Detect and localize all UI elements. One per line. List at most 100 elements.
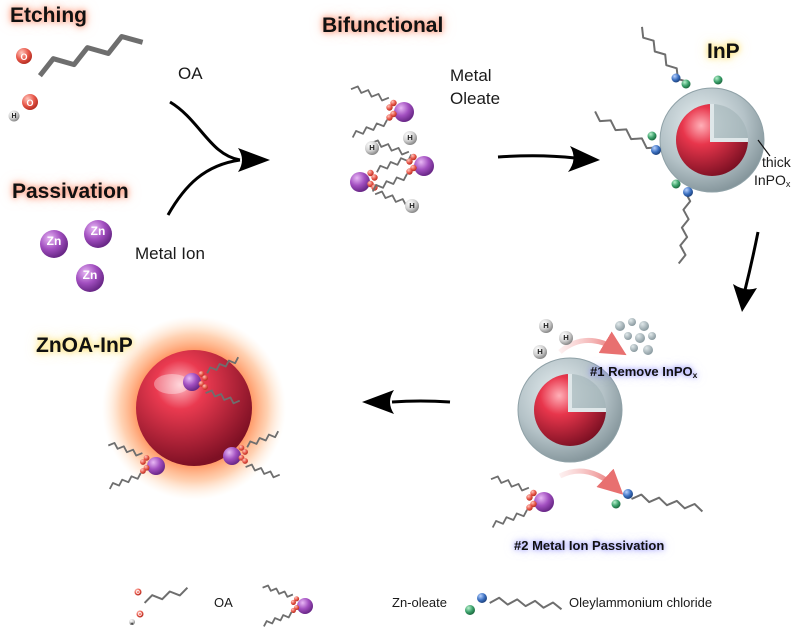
znoa-zn-oleate-top-chain-lower (205, 389, 241, 405)
oa-label: OA (178, 64, 203, 83)
bif-zn-oleate-1-chain-lower (351, 119, 388, 138)
oa-oxygen-bottom (22, 94, 38, 110)
inpox-fragment-0 (615, 321, 625, 331)
legend-zn-oleate-oxygen-0 (294, 596, 300, 602)
legend-oa-label: OA (214, 595, 233, 610)
legend-oa-hydrogen-label: H (130, 620, 134, 626)
oa-hydrogen-label: H (11, 112, 17, 120)
inp-ligand-2-chain (594, 110, 658, 150)
step1-label: #1 Remove InPOx (590, 364, 697, 380)
legend-oa-oxygen-2-label: O (138, 612, 142, 618)
legend-oa-hydrogen (129, 619, 135, 625)
inp-cl-4 (713, 75, 723, 85)
znoa-zn-oleate-right-chain-upper (246, 430, 279, 448)
mid-ligand-chain (631, 493, 704, 513)
inp-ligand-3-chain (677, 191, 692, 265)
legend-cl (465, 605, 475, 615)
znoa-zn-oleate-left-chain-lower (109, 472, 142, 490)
bif-zn-oleate-1-chain-upper (350, 85, 390, 102)
znoa-zn-oleate-right-oxygen-3 (242, 458, 248, 464)
znoa-zn-oleate-top-zn (183, 373, 201, 391)
oa-oxygen-top-label: O (20, 51, 28, 62)
legend-oa-oxygen-2 (136, 610, 144, 618)
inp-n-3 (683, 187, 693, 197)
thick-label: thick (762, 154, 791, 170)
inp-particle (659, 87, 765, 193)
znoa-zn-oleate-left-zn (147, 457, 165, 475)
znoa-zn-oleate-right-zn (223, 447, 241, 465)
znoa-inp-title: ZnOA-InP (36, 334, 133, 357)
inpox-fragment-6 (630, 344, 638, 352)
inp-cl-3 (671, 179, 681, 189)
zn-ion-label-3: Zn (82, 268, 98, 282)
znoa-zn-oleate-left-oxygen-3 (140, 468, 146, 474)
bif-h-2 (403, 131, 417, 145)
mid-cl (611, 499, 621, 509)
bif-zn-oleate-1-oxygen-1 (386, 104, 393, 111)
inp-n-1 (671, 73, 681, 83)
metal-oleate-line2: Oleate (450, 89, 501, 108)
znoa-zn-oleate-top-chain-upper (206, 356, 239, 374)
bif-zn-oleate-3-oxygen-1 (406, 158, 413, 165)
inpox-label: InPOx (754, 172, 790, 189)
legend-oleylammonium-label: Oleylammonium chloride (569, 595, 713, 610)
bif-zn-oleate-1-zn (394, 102, 414, 122)
znoa-zn-oleate-right-oxygen-1 (242, 449, 248, 455)
bif-zn-oleate-3-oxygen-3 (406, 168, 413, 175)
mid-zn-oleate-zn (534, 492, 554, 512)
bif-zn-oleate-2-oxygen-0 (367, 169, 374, 177)
metal-ion-label: Metal Ion (135, 244, 205, 263)
passivation-arrow (558, 468, 624, 495)
legend-n (477, 593, 487, 603)
inp-n-2 (651, 145, 661, 155)
mid-zn-oleate-oxygen-3 (526, 504, 533, 511)
metal-oleate-line1: Metal (450, 66, 492, 85)
mid-zn-oleate-chain-lower (491, 509, 528, 528)
bif-zn-oleate-1-oxygen-0 (390, 99, 397, 107)
step2-label: #2 Metal Ion Passivation (514, 538, 665, 553)
arrow-down (733, 231, 760, 312)
inpox-fragment-3 (624, 332, 632, 340)
oa-oxygen-top (16, 48, 32, 64)
mid-h-2-label: H (563, 333, 569, 343)
znoa-zn-oleate-left-chain-upper (107, 441, 143, 457)
passivation-title: Passivation (12, 180, 129, 203)
znoa-zn-oleate-top-oxygen-1 (202, 375, 208, 381)
zn-ion-label-2: Zn (90, 224, 106, 238)
inpox-fragment-7 (643, 345, 653, 355)
inpox-fragment-5 (648, 332, 656, 340)
legend-zn-oleate-oxygen-3 (290, 607, 296, 613)
inp-ligand-1-chain (641, 26, 689, 84)
etching-title: Etching (10, 4, 87, 27)
mid-n (623, 489, 633, 499)
mid-zn-oleate-oxygen-1 (526, 494, 533, 501)
zn-ion-1 (40, 230, 68, 258)
znoa-zn-oleate-right-oxygen-0 (238, 445, 245, 451)
legend-zn-oleate-label: Zn-oleate (392, 595, 447, 610)
znoa-zn-oleate-left-oxygen-1 (140, 459, 146, 465)
shell-leader-line (757, 139, 771, 157)
merge-arrow (166, 100, 270, 216)
step1-text: #1 Remove InPO (590, 364, 693, 379)
inpox-fragment-4 (635, 333, 645, 343)
mid-h-2 (559, 331, 573, 345)
oa-oxygen-bottom-label: O (26, 97, 34, 108)
inpox-fragment-2 (639, 321, 649, 331)
remove-arrow (558, 331, 627, 356)
zn-ion-2 (84, 220, 112, 248)
bif-zn-oleate-2-oxygen-1 (371, 174, 378, 181)
inp-cl-2 (647, 131, 657, 141)
bif-zn-oleate-1-oxygen-3 (386, 114, 393, 121)
inpox-text: InPO (754, 172, 786, 188)
mid-h-3-label: H (537, 347, 543, 357)
bif-h-3-label: H (409, 201, 415, 211)
bif-h-1-label: H (369, 143, 375, 153)
bif-h-2-label: H (407, 133, 413, 143)
bif-zn-oleate-3-chain-lower (371, 173, 408, 192)
legend-zn-oleate-chain-upper (262, 584, 294, 598)
zn-ion-label-1: Zn (46, 234, 62, 248)
oa-chain (37, 34, 144, 78)
legend-zn-oleate-chain-lower (263, 611, 293, 627)
